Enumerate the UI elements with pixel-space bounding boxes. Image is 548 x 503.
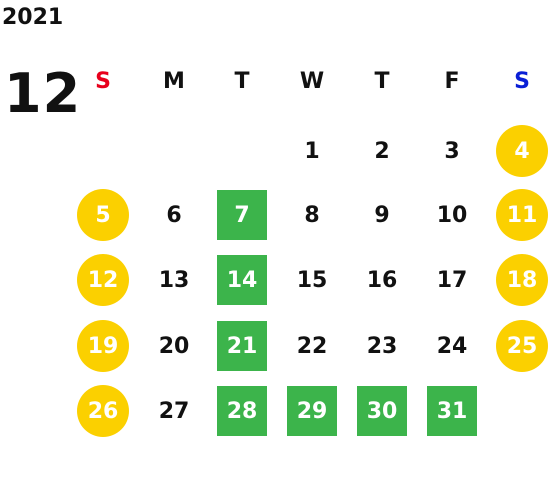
- day-cell-22[interactable]: 22: [296, 333, 328, 359]
- day-cell-10[interactable]: 10: [436, 202, 468, 228]
- day-cell-3[interactable]: 3: [444, 138, 460, 164]
- day-cell-8[interactable]: 8: [304, 202, 320, 228]
- holiday-day-25[interactable]: 25: [496, 320, 548, 372]
- day-cell-23[interactable]: 23: [366, 333, 398, 359]
- weekday-header-sun: S: [95, 69, 111, 94]
- day-cell-20[interactable]: 20: [158, 333, 190, 359]
- day-cell-24[interactable]: 24: [436, 333, 468, 359]
- month-number: 12: [4, 62, 82, 125]
- marked-day-14[interactable]: 14: [217, 255, 267, 305]
- holiday-day-26[interactable]: 26: [77, 385, 129, 437]
- marked-day-7[interactable]: 7: [217, 190, 267, 240]
- day-cell-1[interactable]: 1: [304, 138, 320, 164]
- day-cell-9[interactable]: 9: [374, 202, 390, 228]
- day-cell-16[interactable]: 16: [366, 267, 398, 293]
- marked-day-30[interactable]: 30: [357, 386, 407, 436]
- day-cell-6[interactable]: 6: [166, 202, 182, 228]
- holiday-day-19[interactable]: 19: [77, 320, 129, 372]
- day-cell-27[interactable]: 27: [158, 398, 190, 424]
- holiday-day-12[interactable]: 12: [77, 254, 129, 306]
- weekday-header-tue: T: [234, 69, 250, 94]
- marked-day-29[interactable]: 29: [287, 386, 337, 436]
- weekday-header-sat: S: [514, 69, 530, 94]
- marked-day-28[interactable]: 28: [217, 386, 267, 436]
- day-cell-15[interactable]: 15: [296, 267, 328, 293]
- year-label: 2021: [2, 5, 64, 30]
- marked-day-21[interactable]: 21: [217, 321, 267, 371]
- weekday-header-fri: F: [444, 69, 460, 94]
- day-cell-17[interactable]: 17: [436, 267, 468, 293]
- weekday-header-wed: W: [299, 69, 325, 94]
- holiday-day-11[interactable]: 11: [496, 189, 548, 241]
- day-cell-2[interactable]: 2: [374, 138, 390, 164]
- marked-day-31[interactable]: 31: [427, 386, 477, 436]
- weekday-header-thu: T: [374, 69, 390, 94]
- weekday-header-mon: M: [163, 69, 185, 94]
- holiday-day-4[interactable]: 4: [496, 125, 548, 177]
- holiday-day-5[interactable]: 5: [77, 189, 129, 241]
- day-cell-13[interactable]: 13: [158, 267, 190, 293]
- holiday-day-18[interactable]: 18: [496, 254, 548, 306]
